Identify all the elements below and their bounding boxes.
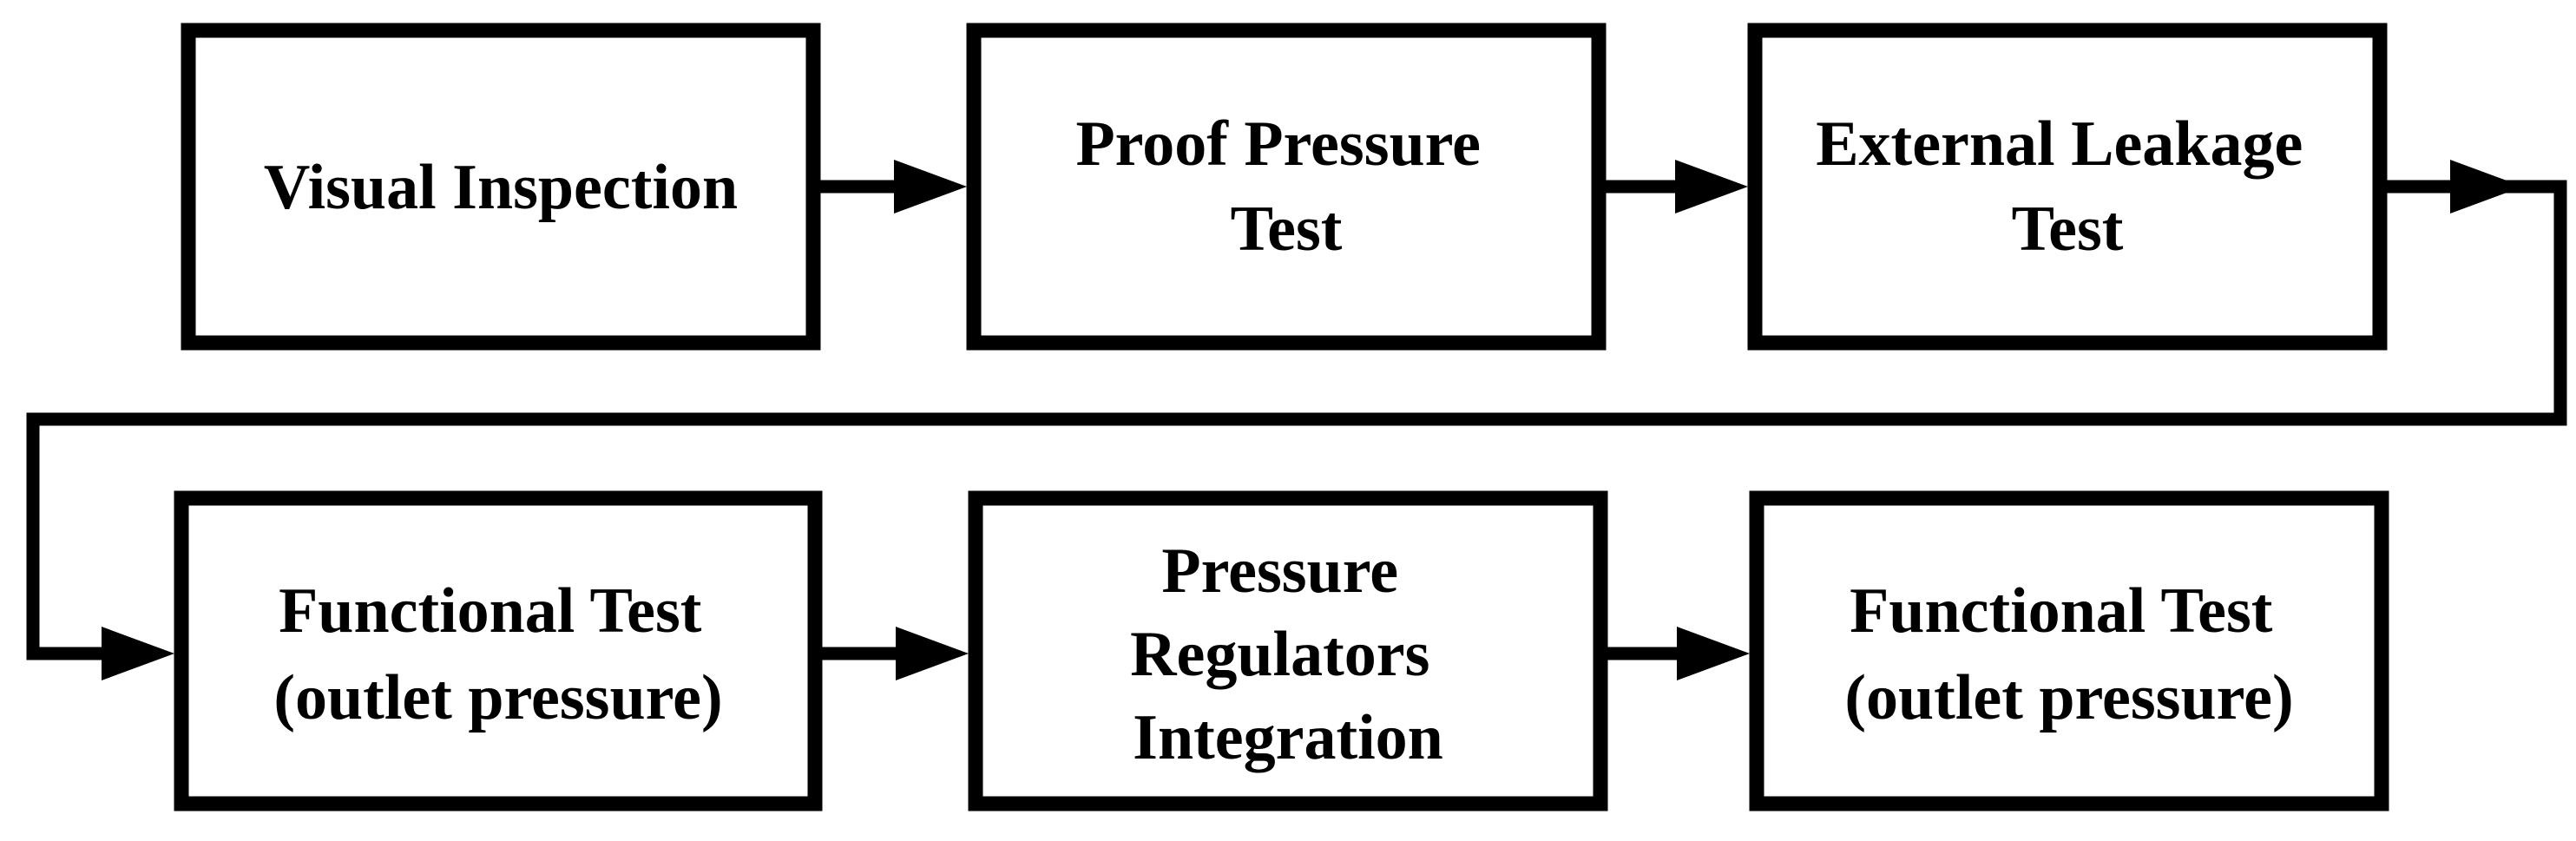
step-label-line: (outlet pressure) bbox=[273, 662, 722, 733]
step-label-functional-test-1: Functional Test (outlet pressure) bbox=[273, 575, 722, 733]
step-label-line: Visual Inspection bbox=[264, 152, 738, 223]
step-label-proof-pressure-test: Proof Pressure Test bbox=[1075, 108, 1496, 265]
arrow-visual-to-proof bbox=[813, 160, 967, 214]
step-box-proof-pressure-test bbox=[966, 23, 1607, 351]
arrow-regulators-to-functional bbox=[1600, 627, 1750, 680]
arrow-functional-to-regulators bbox=[815, 627, 969, 680]
step-label-line: Integration bbox=[1133, 702, 1443, 773]
arrow-external-to-functional-wrap bbox=[26, 160, 2567, 680]
step-label-line: Proof Pressure bbox=[1075, 108, 1481, 180]
step-label-line: Functional Test bbox=[279, 575, 702, 647]
step-label-functional-test-2: Functional Test (outlet pressure) bbox=[1844, 575, 2293, 733]
step-box-external-leakage-test bbox=[1747, 23, 2388, 351]
step-label-line: Test bbox=[1231, 194, 1343, 265]
step-label-line: Pressure bbox=[1161, 535, 1398, 607]
step-label-line: External Leakage bbox=[1816, 108, 2303, 180]
step-label-line: Functional Test bbox=[1850, 575, 2273, 647]
step-box-visual-inspection bbox=[181, 23, 821, 351]
step-box-functional-test-1 bbox=[174, 490, 823, 811]
step-label-external-leakage-test: External Leakage Test bbox=[1816, 108, 2319, 265]
step-label-pressure-regulators-integration: Pressure Regulators Integration bbox=[1130, 535, 1446, 773]
step-label-line: Regulators bbox=[1130, 619, 1429, 690]
step-label-visual-inspection: Visual Inspection bbox=[264, 152, 738, 223]
step-label-line: (outlet pressure) bbox=[1844, 662, 2293, 733]
step-box-functional-test-2 bbox=[1749, 490, 2389, 811]
arrow-proof-to-external bbox=[1599, 160, 1748, 214]
step-box-pressure-regulators-integration bbox=[968, 490, 1608, 811]
step-label-line: Test bbox=[2012, 194, 2124, 265]
